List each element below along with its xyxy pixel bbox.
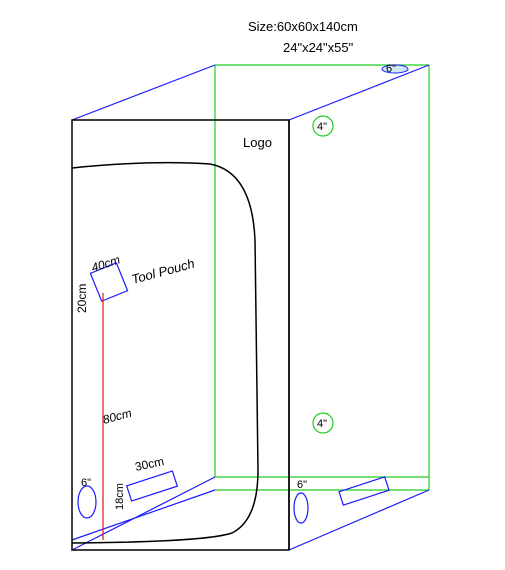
upper-port-circle [312,115,334,137]
size-imperial-label: 24"x24"x55" [283,40,354,55]
logo-label: Logo [243,135,272,150]
front-vent-label: 6" [81,477,91,489]
lower-port-label: 4" [317,418,327,430]
lower-port-circle [312,412,334,434]
side-window-rect [338,476,390,506]
door-zipper-outline [71,161,259,544]
tent-front-outline [71,119,290,551]
depth-edge-bottom-right [288,489,430,551]
upper-port-label: 4" [317,121,327,133]
depth-edge-top-right [288,64,430,121]
depth-edges [71,64,430,551]
window-width-label: 30cm [134,454,166,474]
pouch-width-label: 40cm [90,252,122,274]
depth-edge-bottom-left [71,476,216,551]
pouch-height-label: 20cm [75,284,89,313]
depth-edge-top-left [71,64,216,121]
top-vent-label: 6" [386,63,396,75]
size-metric-label: Size:60x60x140cm [248,19,358,34]
tool-pouch-label: Tool Pouch [130,256,196,287]
window-height-label: 18cm [114,483,126,510]
depth-edge-bottom-left-2 [71,489,216,541]
top-vent-ellipse [381,64,409,74]
tool-pouch-rect [89,262,129,302]
front-vent-ellipse [77,485,97,519]
pouch-elevation-label: 80cm [101,406,133,427]
side-vent-ellipse [293,492,309,524]
side-vent-label: 6" [297,479,307,491]
front-window-rect [125,470,179,502]
